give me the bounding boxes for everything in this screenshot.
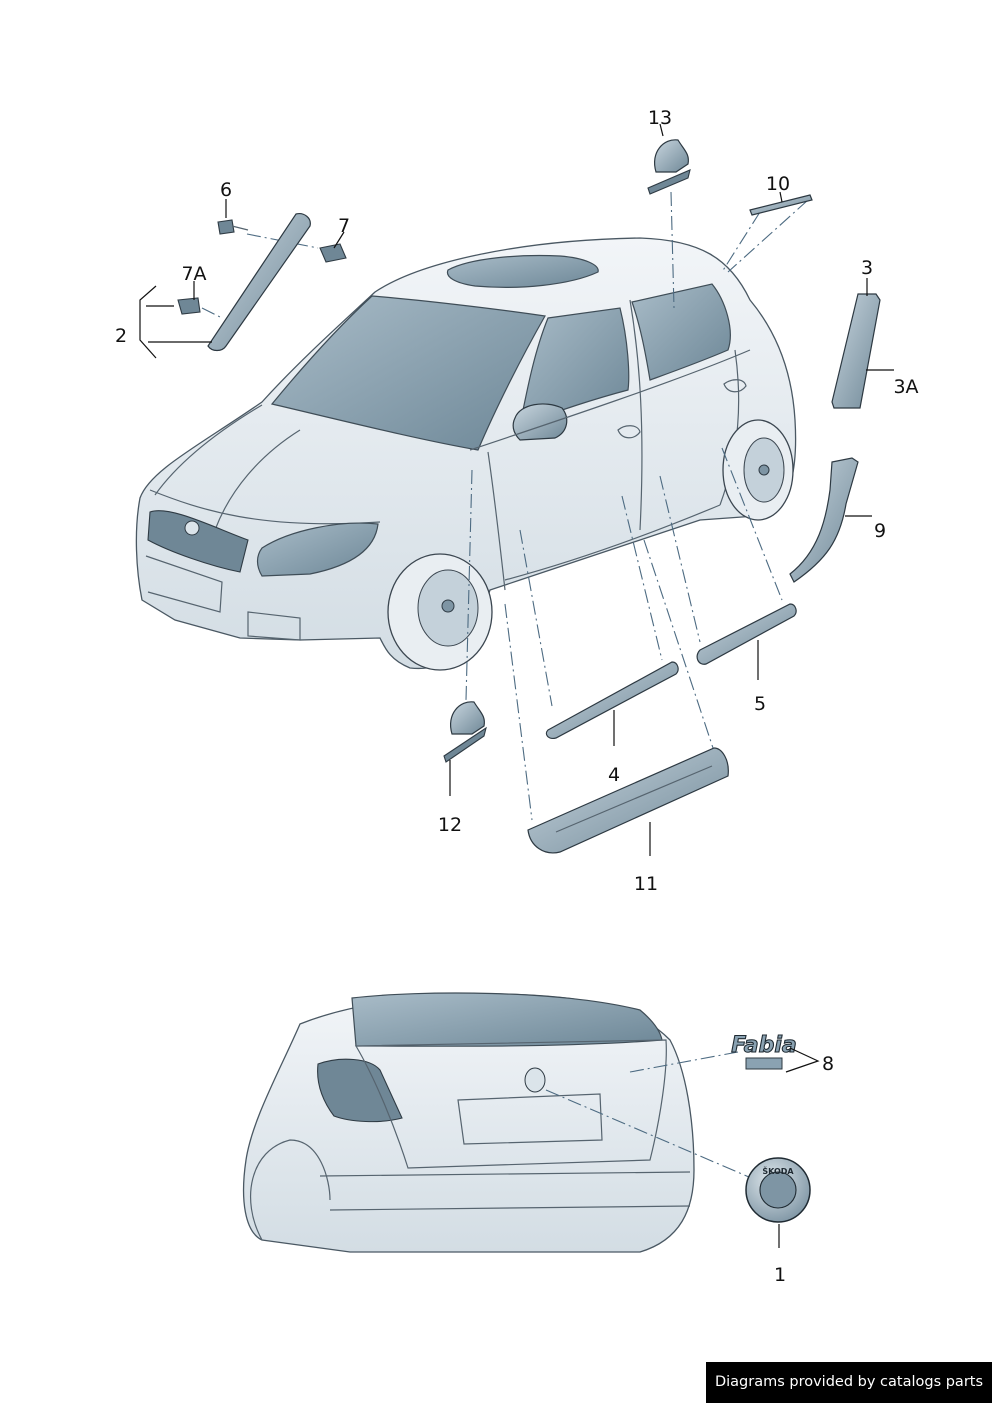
part-3-rear-pillar-trim — [831, 293, 881, 409]
bonnet-line-left — [154, 404, 263, 496]
sunroof — [446, 254, 599, 288]
car-rear — [242, 992, 695, 1253]
badge-lettering: ŠKODA — [762, 1165, 794, 1176]
callout-9: 9 — [874, 520, 886, 542]
rear-window — [351, 992, 663, 1047]
tail-light — [317, 1058, 403, 1123]
fog-lamp — [247, 611, 301, 641]
front-logo — [184, 520, 200, 536]
part-4-door-moulding-front — [545, 661, 679, 739]
door-seam-middle — [629, 299, 643, 531]
part-8-model-lettering: Fabia — [731, 1032, 797, 1070]
windscreen — [270, 295, 546, 451]
rear-badge-mount — [524, 1067, 546, 1093]
callout-7a: 7A — [181, 263, 206, 285]
door-mirror — [512, 403, 568, 441]
model-lettering: Fabia — [731, 1033, 796, 1058]
part-9-quarter-trim — [789, 457, 859, 583]
sill-line — [504, 504, 721, 581]
callout-7: 7 — [338, 215, 350, 237]
part-1-rear-badge: ŠKODA — [745, 1157, 811, 1223]
part-7-clip — [319, 243, 347, 263]
callout-11: 11 — [634, 873, 658, 895]
part-6-screw — [217, 219, 249, 235]
headlight — [256, 522, 379, 577]
plate-recess — [457, 1093, 603, 1145]
callout-10: 10 — [766, 173, 790, 195]
part-13-wing-badge — [647, 139, 691, 195]
front-door-window — [519, 307, 630, 426]
car-front-three-quarter — [135, 237, 797, 671]
lettering-backing — [745, 1057, 783, 1070]
callout-1: 1 — [774, 1264, 786, 1286]
part-11-sill-plate — [527, 747, 729, 854]
front-bumper — [145, 555, 223, 613]
callout-13: 13 — [648, 107, 672, 129]
part-12-wing-badge — [443, 701, 487, 763]
front-grille — [147, 510, 249, 573]
callout-5: 5 — [754, 693, 766, 715]
part-2-pillar-trim — [207, 213, 311, 352]
bonnet-line-right — [214, 429, 301, 531]
part-10-roof-strip — [749, 194, 813, 216]
belt-line — [469, 349, 751, 451]
credit-banner: Diagrams provided by catalogs parts — [706, 1362, 992, 1403]
leader-lines — [139, 123, 894, 1248]
callout-labels: 13 10 6 7 7A 2 3 3A 9 5 4 12 11 8 1 — [115, 107, 919, 1286]
front-door-handle — [617, 425, 641, 439]
dashed-leaders-upper — [201, 191, 809, 821]
callout-6: 6 — [220, 179, 232, 201]
rear-bumper — [319, 1171, 691, 1177]
callout-2: 2 — [115, 325, 127, 347]
callout-3a: 3A — [893, 376, 918, 398]
callout-3: 3 — [861, 257, 873, 279]
rear-door-window — [631, 283, 731, 381]
part-7a-clip — [177, 297, 201, 315]
part-5-door-moulding-rear — [696, 603, 797, 665]
dashed-leaders-lower — [545, 1051, 757, 1181]
callout-12: 12 — [438, 814, 462, 836]
rear-door-handle — [723, 379, 747, 393]
door-seam-front — [487, 451, 506, 591]
rear-wheel-arch — [249, 1139, 331, 1241]
callout-8: 8 — [822, 1053, 834, 1075]
callout-4: 4 — [608, 764, 620, 786]
